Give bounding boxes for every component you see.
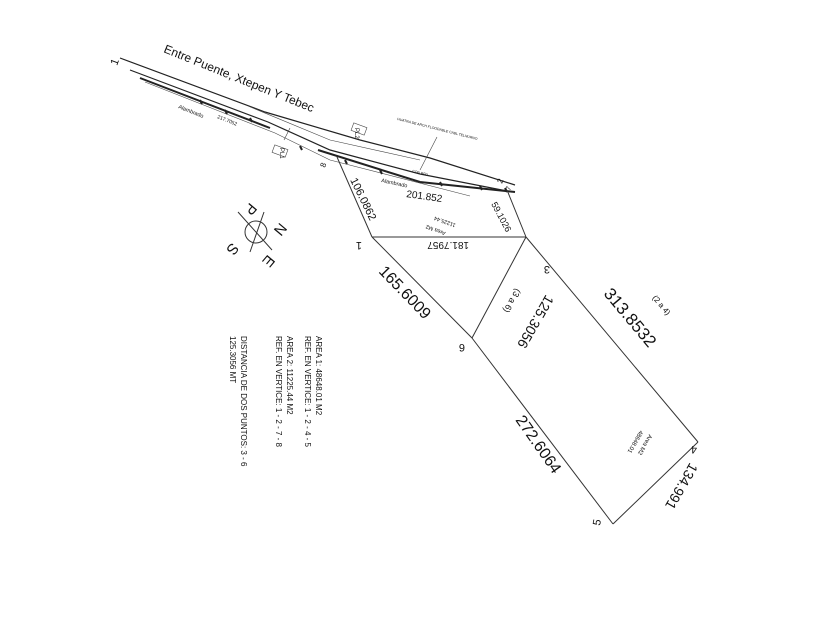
edge-2-7: [506, 189, 527, 238]
area-small-value: 11225.44: [433, 214, 456, 227]
pole-label: PL2: [353, 128, 359, 139]
pole-marker: [271, 144, 289, 158]
note-area-2: AREA 2: 11225.44 M2: [285, 336, 294, 415]
note-leader: [419, 136, 438, 171]
pole-label-2: PL1: [278, 148, 284, 159]
edge-3-4: [525, 236, 699, 443]
compass-east: E: [258, 251, 277, 270]
vertex-3: 3: [544, 263, 550, 275]
note-ref-2: REF. EN VERTICE: 1 - 2 - 7 - 8: [274, 336, 283, 448]
road-fence-left: [139, 77, 271, 129]
road-fence-right: [317, 149, 516, 193]
road-note: HUATRA DE ARCH FLOODABLE CABL TELNURNO: [397, 117, 478, 141]
road: [119, 57, 516, 197]
road-edge-top: [119, 57, 516, 186]
distance-1-7: 181.7957: [427, 239, 469, 250]
distance-5-4: 134.991: [662, 461, 701, 513]
distance-labels: 106.0862 181.7957 59.1026 165.6009 125.3…: [347, 176, 701, 512]
fence-label-left: Alambrado: [177, 104, 204, 120]
edge-5-4: [612, 441, 699, 525]
vertex-1: 1: [356, 239, 362, 251]
compass-north: N: [270, 219, 290, 238]
vertex-7: 7: [505, 186, 513, 192]
vertex-8: 8: [318, 161, 328, 169]
vertex-5: 5: [591, 518, 604, 526]
compass-south: S: [222, 239, 241, 258]
compass-rose: N S E P: [222, 199, 289, 270]
distance-7-3: 59.1026: [489, 200, 513, 233]
compass-west: P: [240, 199, 259, 218]
road-small-note: CON RFD: [412, 169, 429, 177]
road-edge-mid: [129, 69, 513, 193]
note-distance: DISTANCIA DE DOS PUNTOS: 3 - 6: [239, 336, 248, 467]
distance-3-4-note: (2 a 4): [650, 294, 672, 318]
note-area-1: AREA 1: 48648.01 M2: [314, 336, 323, 416]
fence-ticks: [199, 99, 508, 193]
vertex-2: 2: [495, 177, 505, 185]
edge-6-5: [471, 337, 614, 525]
fence-label-right: Alambrado: [381, 178, 408, 189]
note-ref-1: REF. EN VERTICE: 1 - 2 - 4 - 5: [303, 336, 312, 448]
distance-1-6: 165.6009: [375, 263, 434, 323]
road-edge-bottom: [144, 81, 471, 197]
edge-8-1: [336, 156, 373, 238]
area-small-label: Area M2: [425, 223, 447, 236]
compass-axis-ns: [237, 211, 273, 251]
road-centerline: [247, 105, 421, 161]
compass-axis-ew: [249, 211, 265, 253]
pole-marker: [350, 122, 368, 136]
distance-3-6-note: (3 a 6): [501, 287, 523, 315]
parcel-outline: [336, 156, 699, 525]
vertex-6: 6: [459, 341, 465, 353]
edge-6-3: [471, 236, 527, 339]
vertex-labels: 1 1 2 3 4 5 6 7 8: [109, 57, 697, 526]
pole-leader: [283, 127, 291, 141]
vertex-4: 4: [691, 443, 697, 455]
distance-3-6: 125.3056: [514, 293, 557, 352]
notes-block: AREA 1: 48648.01 M2 REF. EN VERTICE: 1 -…: [228, 336, 323, 467]
fence-value-right: 201.852: [406, 189, 444, 205]
compass-circle: [244, 220, 268, 244]
edge-1-6: [371, 236, 473, 339]
distance-3-4: 313.8532: [600, 284, 660, 351]
fence-value-left: 217.7052: [216, 114, 238, 127]
note-distance-value: 125.3056 MT: [228, 336, 237, 383]
road-label: Entre Puente, Xtepen Y Tebec: [162, 42, 316, 115]
distance-6-5: 272.6064: [512, 413, 564, 477]
vertex-1-road: 1: [109, 57, 122, 67]
